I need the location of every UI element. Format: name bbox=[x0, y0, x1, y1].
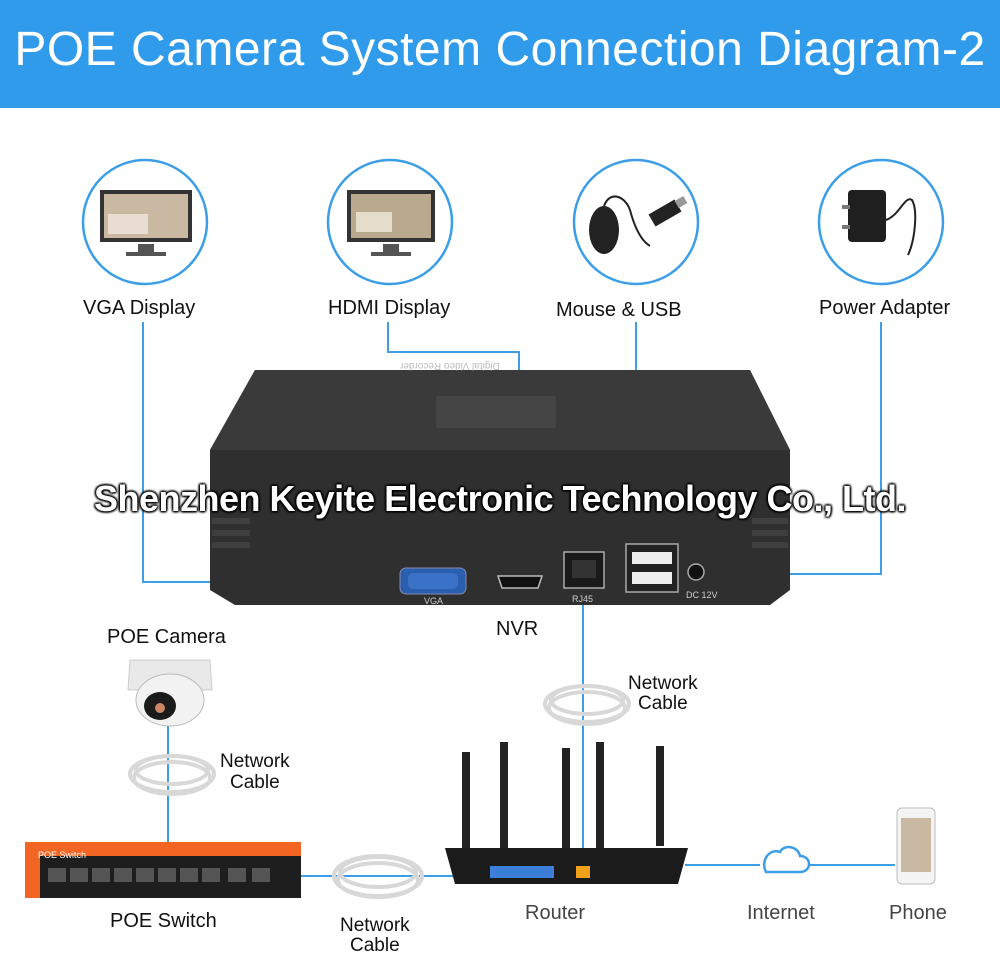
vga-display-label: VGA Display bbox=[83, 297, 196, 319]
rj45-port-label: RJ45 bbox=[572, 594, 594, 604]
header-banner: POE Camera System Connection Diagram-2 bbox=[0, 0, 1000, 108]
hdmi-display-icon bbox=[326, 158, 454, 286]
cable-label-camera-switch: Network Cable bbox=[220, 751, 290, 793]
diagram-title: POE Camera System Connection Diagram-2 bbox=[14, 23, 986, 76]
network-cable-coil-1 bbox=[543, 684, 631, 726]
connection-diagram bbox=[25, 158, 945, 899]
vga-port-label: VGA bbox=[424, 596, 444, 606]
network-cable-coil-2 bbox=[128, 754, 216, 796]
phone-icon bbox=[896, 807, 936, 885]
switch-brand-text: POE Switch bbox=[38, 850, 87, 860]
router-device bbox=[445, 742, 688, 884]
cable-label-switch-router: Network Cable bbox=[340, 916, 410, 956]
power-adapter-label: Power Adapter bbox=[819, 297, 951, 319]
watermark-text: Shenzhen Keyite Electronic Technology Co… bbox=[94, 478, 906, 519]
phone-label: Phone bbox=[889, 902, 947, 924]
hdmi-port bbox=[496, 575, 544, 589]
dc-port-label: DC 12V bbox=[686, 590, 718, 600]
poe-camera-device bbox=[127, 659, 213, 727]
router-label: Router bbox=[525, 902, 586, 924]
poe-switch-device bbox=[25, 842, 301, 898]
cable-label-line1: Network bbox=[628, 673, 698, 694]
poe-switch-label: POE Switch bbox=[110, 910, 217, 932]
network-cable-coil-3 bbox=[332, 854, 424, 899]
internet-label: Internet bbox=[747, 902, 815, 924]
mouse-usb-icon bbox=[572, 158, 700, 286]
internet-cloud-icon bbox=[763, 845, 811, 874]
nvr-device bbox=[210, 370, 790, 605]
cable-label-line2: Cable bbox=[638, 693, 688, 714]
poe-camera-label: POE Camera bbox=[107, 626, 226, 648]
dc-port bbox=[687, 563, 705, 581]
mouse-usb-label: Mouse & USB bbox=[556, 299, 682, 321]
vga-display-icon bbox=[81, 158, 209, 286]
usb-ports bbox=[625, 543, 679, 593]
hdmi-display-label: HDMI Display bbox=[328, 297, 451, 319]
cable-label-nvr-router: Network Cable bbox=[628, 674, 698, 714]
power-adapter-icon bbox=[817, 158, 945, 286]
nvr-brand-text: Digital Video Recorder bbox=[400, 360, 500, 371]
cable-label-line2: Cable bbox=[350, 935, 400, 956]
cable-label-line1: Network bbox=[220, 751, 290, 772]
cable-label-line2: Cable bbox=[230, 772, 280, 793]
cable-label-line1: Network bbox=[340, 915, 410, 936]
nvr-label: NVR bbox=[496, 618, 539, 640]
